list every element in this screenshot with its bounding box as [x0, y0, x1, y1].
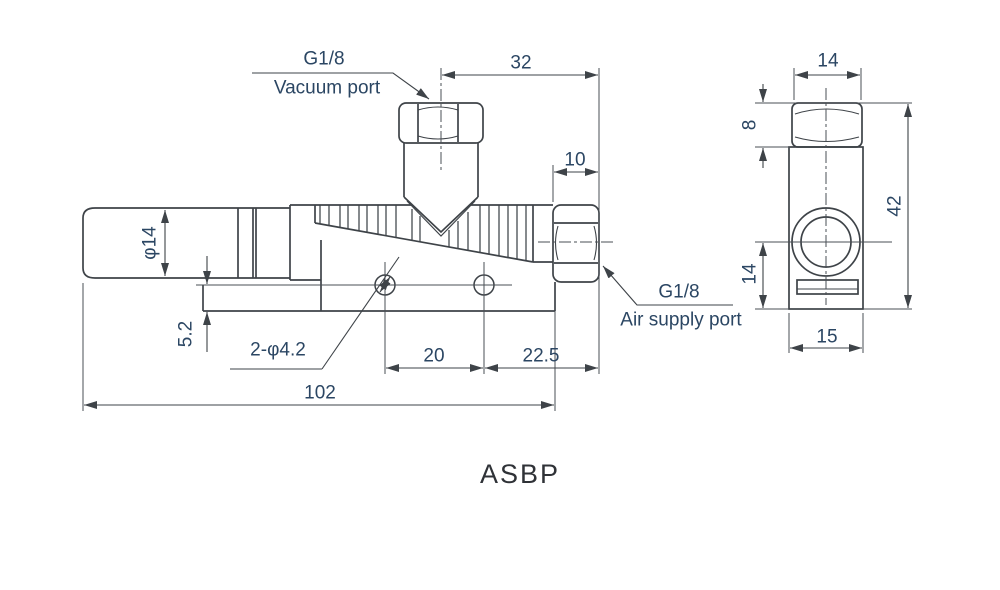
- end-view: 14 8 42 14 15: [740, 51, 912, 353]
- ejector-body-outline: [82, 204, 556, 312]
- air-supply-label: Air supply port: [620, 310, 742, 331]
- vacuum-port-label: Vacuum port: [274, 78, 381, 99]
- dim-hex-height-8: 8: [740, 120, 761, 131]
- dim-102: 102: [304, 383, 336, 404]
- air-thread-label: G1/8: [658, 282, 699, 303]
- dim-20: 20: [423, 346, 444, 367]
- extension-lines: [82, 68, 600, 411]
- dim-width-15: 15: [816, 327, 837, 348]
- centerlines: [440, 68, 614, 243]
- product-code-label: ASBP: [480, 459, 560, 489]
- leader-lines: [230, 72, 733, 370]
- air-supply-hex: [552, 204, 600, 283]
- dim-32: 32: [510, 53, 531, 74]
- dim-height-42: 42: [885, 195, 906, 216]
- dim-22-5: 22.5: [523, 346, 560, 367]
- end-view-extension-lines: [755, 68, 912, 353]
- dim-5-2: 5.2: [176, 321, 197, 347]
- end-view-dimension-lines: [759, 71, 912, 352]
- side-view: G1/8 Vacuum port 32 10 φ14 5.2 2-φ4.2 20…: [82, 49, 742, 411]
- vacuum-thread-label: G1/8: [303, 49, 344, 70]
- dim-hex-width-14: 14: [817, 51, 839, 72]
- dimension-lines: [84, 71, 598, 409]
- dim-10: 10: [564, 150, 585, 171]
- dim-port-height-14: 14: [740, 263, 761, 285]
- hole-callout: 2-φ4.2: [250, 340, 306, 361]
- dim-dia14: φ14: [140, 226, 161, 260]
- silencer-ribs: [319, 205, 527, 261]
